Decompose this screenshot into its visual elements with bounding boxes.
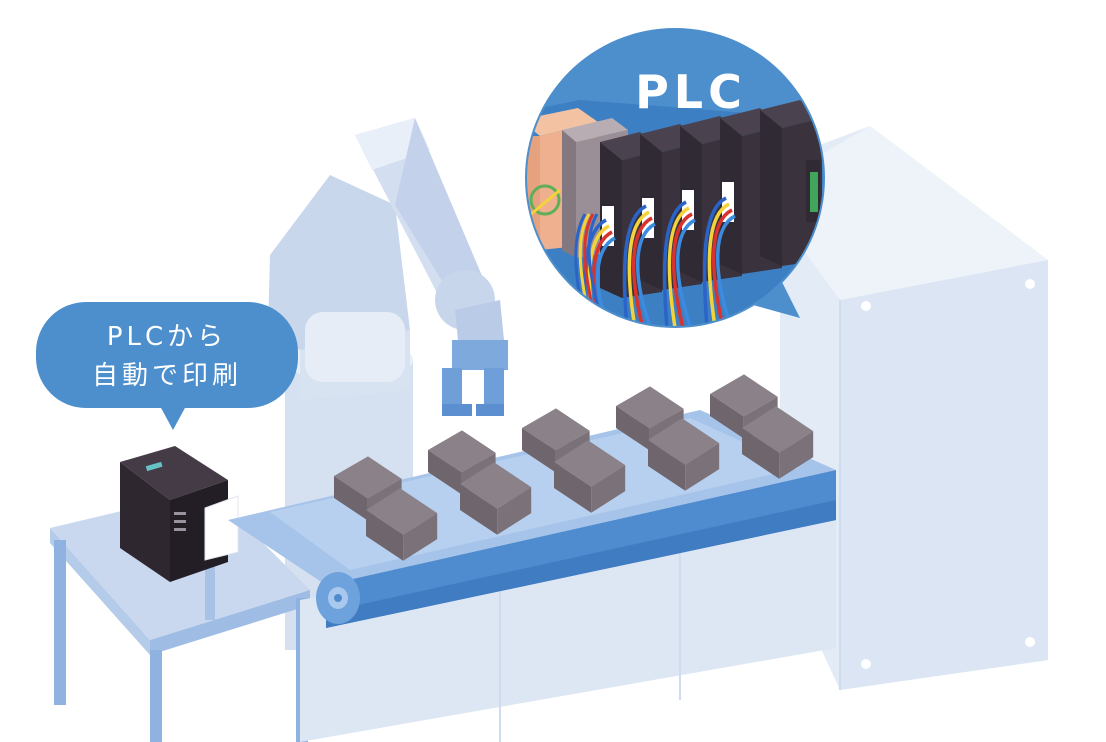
speech-bubble: PLCから 自動で印刷 <box>36 302 298 430</box>
plc-module-icon <box>527 30 823 326</box>
screw-icon <box>861 659 871 669</box>
screw-icon <box>1025 637 1035 647</box>
plc-callout-title: PLC <box>635 65 747 119</box>
product-box-icon <box>648 418 720 491</box>
product-boxes <box>334 374 814 561</box>
product-box-icon <box>460 462 532 535</box>
speech-bubble-line2: 自動で印刷 <box>92 361 242 391</box>
product-box-icon <box>742 406 814 479</box>
plc-callout: PLC <box>525 28 825 328</box>
machine-cabinet <box>760 126 1048 690</box>
label-printer-icon <box>120 446 239 582</box>
screw-icon <box>861 301 871 311</box>
speech-bubble-line1: PLCから <box>107 322 227 352</box>
screw-icon <box>1025 279 1035 289</box>
product-box-icon <box>366 488 438 561</box>
product-box-icon <box>554 440 626 513</box>
